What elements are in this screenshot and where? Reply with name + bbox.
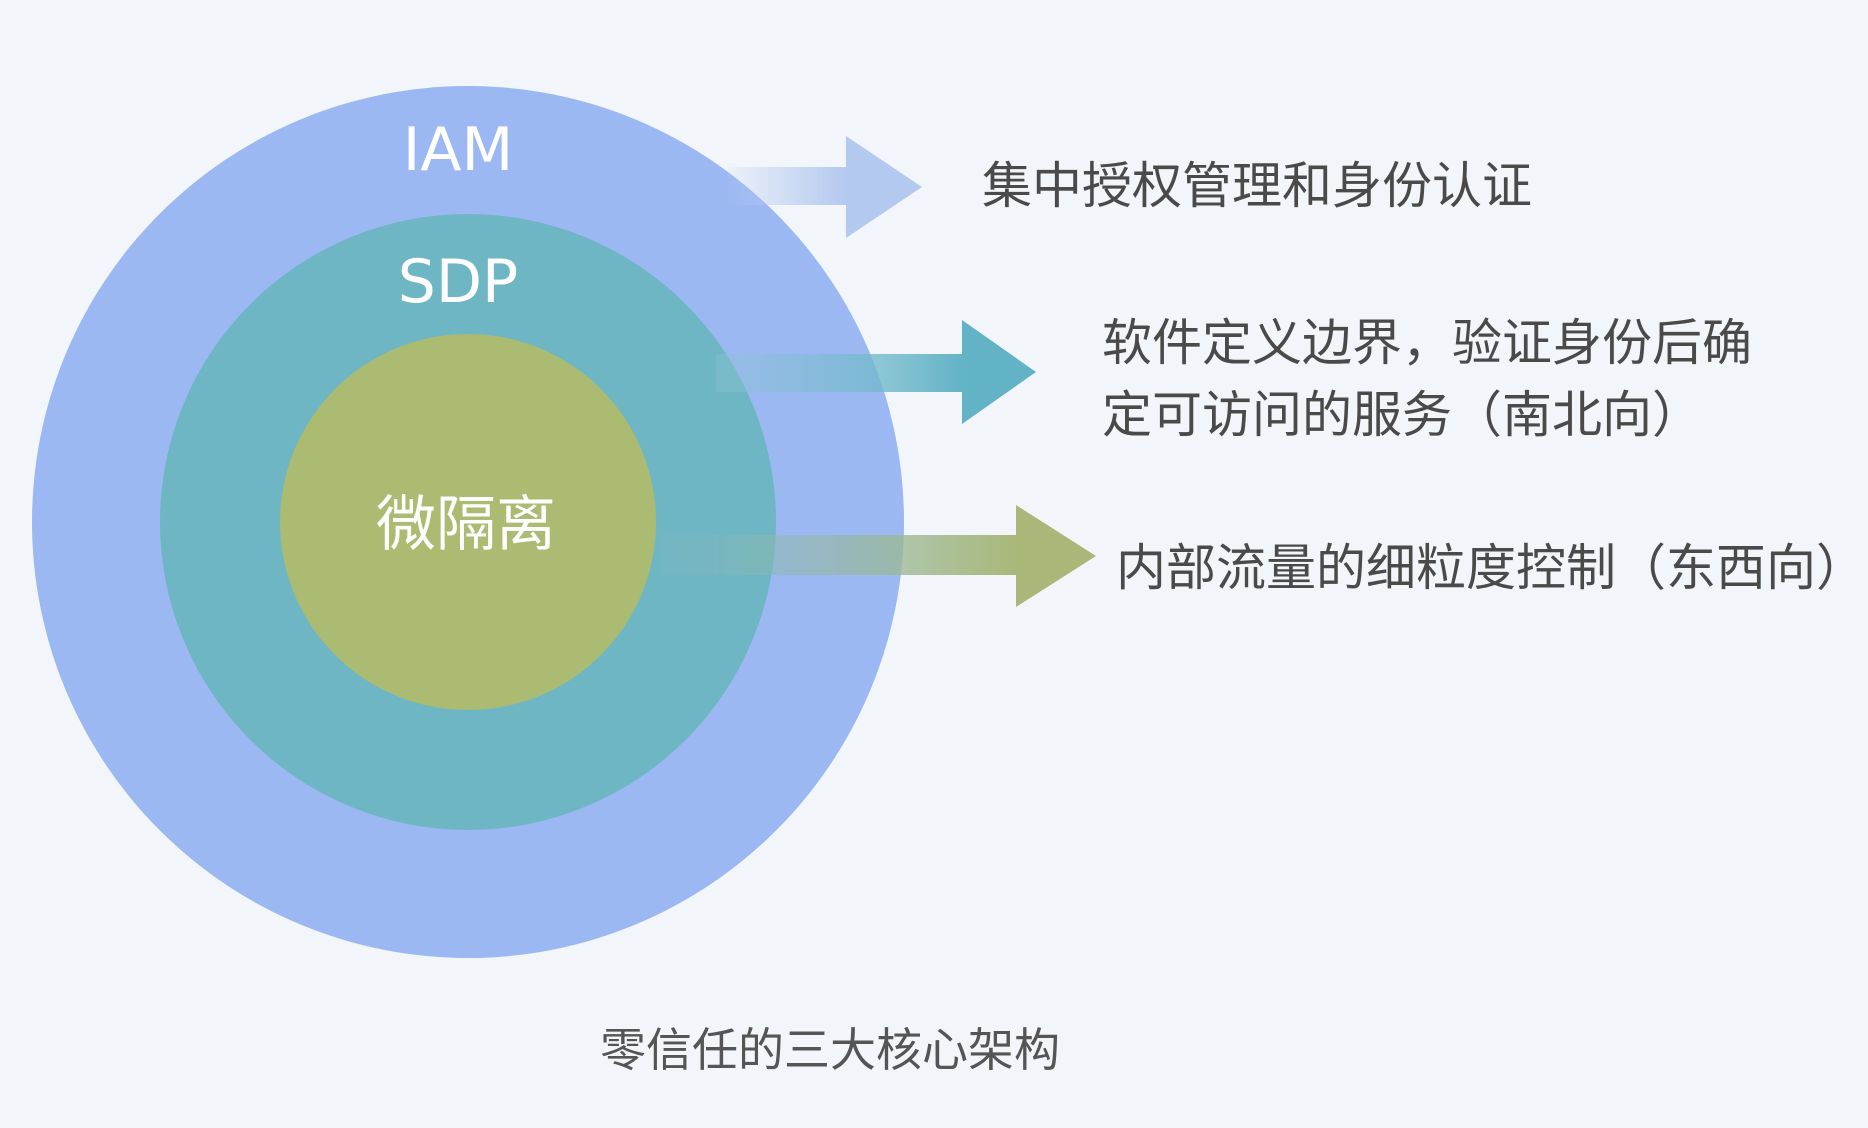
diagram-caption: 零信任的三大核心架构 [600,1023,1060,1077]
sdp-description-line-1: 软件定义边界，验证身份后确 [1102,314,1752,372]
micro-segmentation-label: 微隔离 [376,490,556,560]
iam-label: IAM [403,115,514,185]
iam-description: 集中授权管理和身份认证 [982,157,1532,215]
micro-segmentation-description: 内部流量的细粒度控制（东西向） [1116,539,1866,597]
micro-segmentation-arrow [660,505,1096,607]
sdp-description-line-2: 定可访问的服务（南北向） [1102,386,1702,444]
sdp-arrow [716,320,1036,424]
micro-segmentation-circle [280,334,656,710]
iam-arrow [728,136,922,238]
sdp-label: SDP [398,247,518,317]
